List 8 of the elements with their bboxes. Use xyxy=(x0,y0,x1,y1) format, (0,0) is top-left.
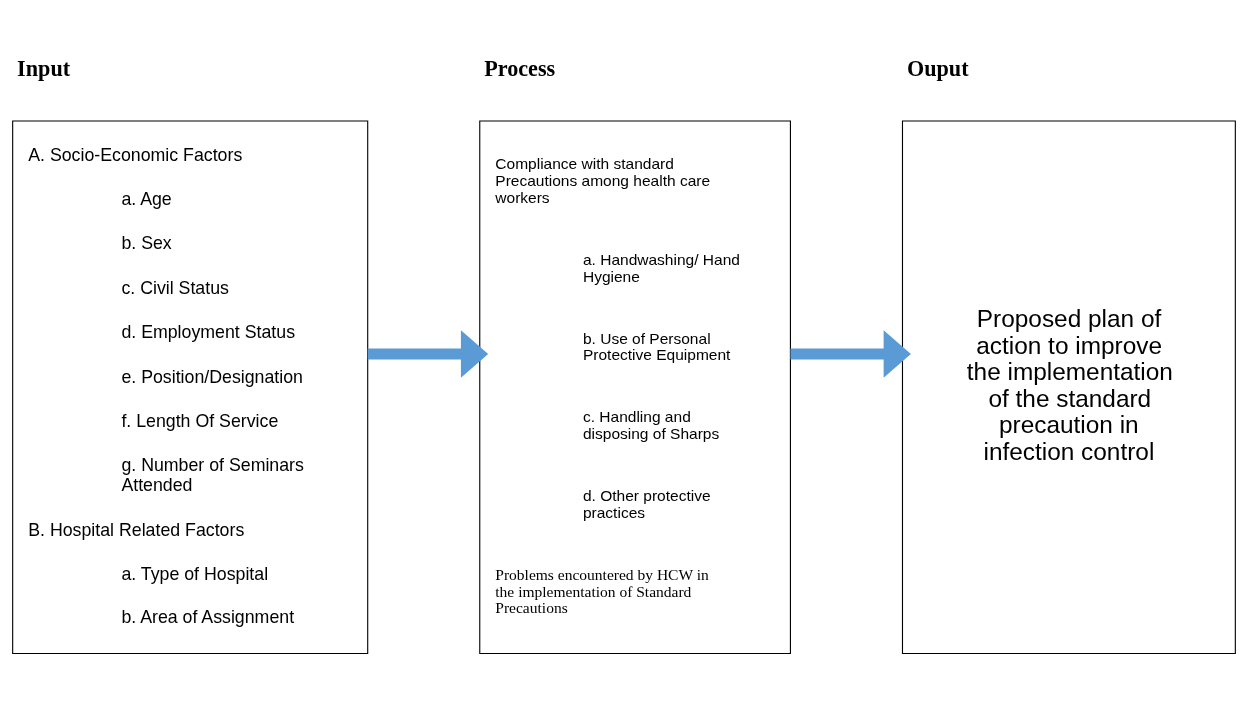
arrow xyxy=(367,330,489,378)
arrow xyxy=(790,330,911,378)
node-box: Compliance with standard Precautions among health care workers a. Handwashing/ Hand Hygiene b. Use of Personal Protective Equipment c. Handling and disposing of Sharps d. Other protective practices Problems encountered by HCW in the implementation of Standard Precautions xyxy=(479,120,791,655)
node-box: Proposed plan of action to improve the implementation of the standard precaution in infection control xyxy=(901,120,1236,655)
node-box: A. Socio-Economic Factors a. Age b. Sex c. Civil Status d. Employment Status e. Position/Designation f. Length Of Service g. Number of Seminars Attended B. Hospital Related Factors a. Type of Hospital b. Area of Assignment xyxy=(12,120,369,655)
node-label: Input xyxy=(17,55,71,81)
node-label: Ouput xyxy=(906,55,969,81)
node-label: Process xyxy=(484,55,556,81)
